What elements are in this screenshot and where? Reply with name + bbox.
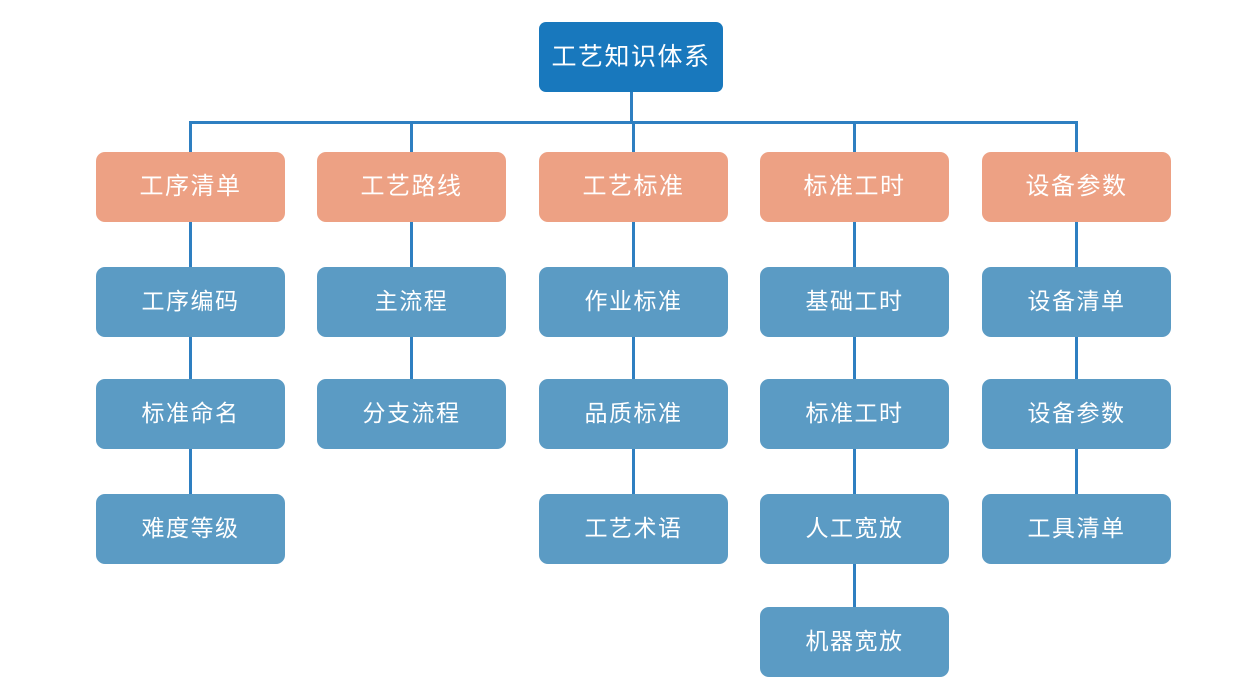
connector-branch-4-child-4 bbox=[853, 564, 856, 607]
child-node-4-2[interactable]: 标准工时 bbox=[760, 379, 949, 449]
connector-branch-4-child-2 bbox=[853, 337, 856, 379]
connector-branch-3-child-3 bbox=[632, 449, 635, 494]
connector-branch-5-child-1 bbox=[1075, 222, 1078, 267]
connector-root-stem bbox=[629, 92, 633, 122]
child-node-5-1[interactable]: 设备清单 bbox=[982, 267, 1171, 337]
connector-bus-to-branch-4 bbox=[853, 122, 856, 152]
child-node-4-4[interactable]: 机器宽放 bbox=[760, 607, 949, 677]
connector-bus-to-branch-2 bbox=[410, 122, 413, 152]
child-node-5-2[interactable]: 设备参数 bbox=[982, 379, 1171, 449]
connector-branch-5-child-2 bbox=[1075, 337, 1078, 379]
child-node-3-2[interactable]: 品质标准 bbox=[539, 379, 728, 449]
child-node-1-2[interactable]: 标准命名 bbox=[96, 379, 285, 449]
connector-branch-1-child-1 bbox=[189, 222, 192, 267]
connector-bus-to-branch-1 bbox=[189, 122, 192, 152]
branch-node-4[interactable]: 标准工时 bbox=[760, 152, 949, 222]
connector-branch-2-child-1 bbox=[410, 222, 413, 267]
child-node-2-1[interactable]: 主流程 bbox=[317, 267, 506, 337]
connector-branch-5-child-3 bbox=[1075, 449, 1078, 494]
child-node-2-2[interactable]: 分支流程 bbox=[317, 379, 506, 449]
child-node-1-3[interactable]: 难度等级 bbox=[96, 494, 285, 564]
child-node-3-3[interactable]: 工艺术语 bbox=[539, 494, 728, 564]
connector-branch-3-child-2 bbox=[632, 337, 635, 379]
connector-branch-4-child-3 bbox=[853, 449, 856, 494]
child-node-4-3[interactable]: 人工宽放 bbox=[760, 494, 949, 564]
branch-node-2[interactable]: 工艺路线 bbox=[317, 152, 506, 222]
connector-branch-4-child-1 bbox=[853, 222, 856, 267]
child-node-5-3[interactable]: 工具清单 bbox=[982, 494, 1171, 564]
connector-branch-3-child-1 bbox=[632, 222, 635, 267]
connector-bus-to-branch-5 bbox=[1075, 122, 1078, 152]
child-node-3-1[interactable]: 作业标准 bbox=[539, 267, 728, 337]
child-node-4-1[interactable]: 基础工时 bbox=[760, 267, 949, 337]
connector-branch-1-child-3 bbox=[189, 449, 192, 494]
branch-node-1[interactable]: 工序清单 bbox=[96, 152, 285, 222]
connector-bus-to-branch-3 bbox=[632, 122, 635, 152]
connector-branch-2-child-2 bbox=[410, 337, 413, 379]
root-node[interactable]: 工艺知识体系 bbox=[539, 22, 723, 92]
branch-node-5[interactable]: 设备参数 bbox=[982, 152, 1171, 222]
branch-node-3[interactable]: 工艺标准 bbox=[539, 152, 728, 222]
connector-branch-1-child-2 bbox=[189, 337, 192, 379]
child-node-1-1[interactable]: 工序编码 bbox=[96, 267, 285, 337]
